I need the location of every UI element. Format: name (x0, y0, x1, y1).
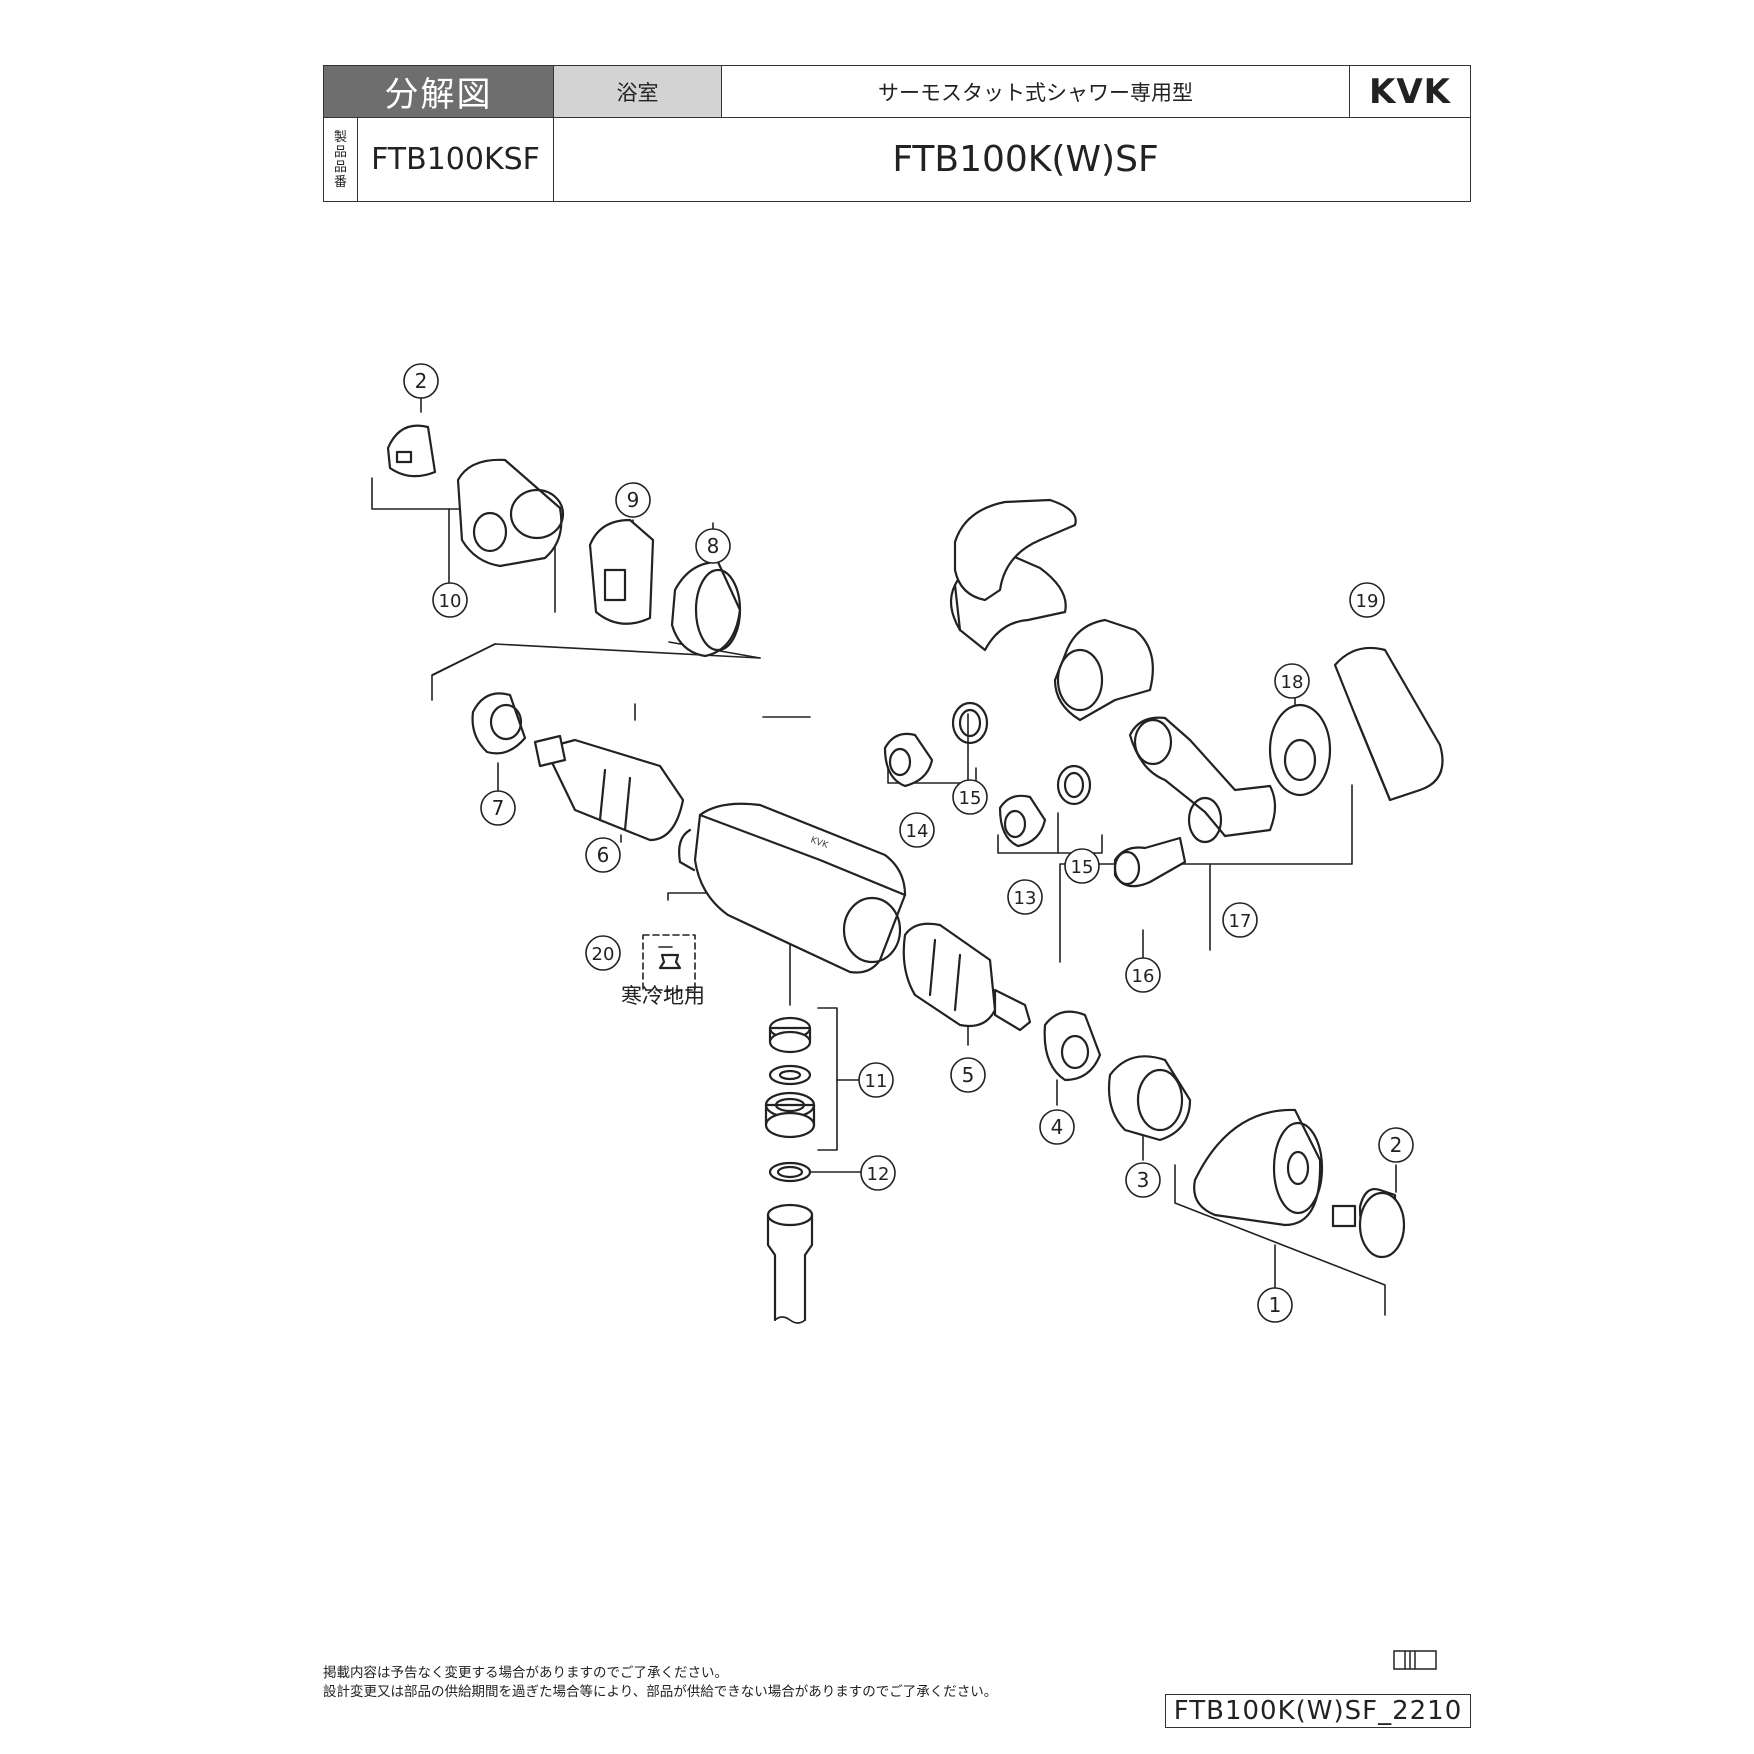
callout-circle (952, 779, 988, 815)
callout-circle (1222, 902, 1258, 938)
callout-label: 17 (1229, 911, 1252, 932)
callout-circle (1125, 1162, 1161, 1198)
callout-label: 20 (592, 944, 615, 965)
callout-circle (1039, 1109, 1075, 1145)
product-number-vertical-label: 製 品 品 番 (324, 118, 358, 201)
vertical-label-char: 番 (333, 174, 347, 190)
callout-label: 12 (867, 1164, 890, 1185)
document-id: FTB100K(W)SF_2210 (1165, 1694, 1471, 1728)
callout-circle (615, 482, 651, 518)
callout-label: 8 (707, 534, 720, 558)
callout-circle (1378, 1127, 1414, 1163)
callout-circle (1349, 582, 1385, 618)
part-number: FTB100KSF (358, 118, 554, 201)
callout-label: 16 (1132, 966, 1155, 987)
callout-circle (585, 935, 621, 971)
callout-circle (858, 1062, 894, 1098)
callout-circle (695, 528, 731, 564)
part-number-variant: FTB100K(W)SF (892, 139, 1159, 180)
callout-circle (585, 837, 621, 873)
callout-circle (1125, 957, 1161, 993)
callout-circle (1064, 848, 1100, 884)
callout-circle (1257, 1287, 1293, 1323)
code-mark (1393, 1650, 1437, 1670)
callout-label: 7 (492, 796, 505, 820)
callout-label: 13 (1014, 888, 1037, 909)
callout-label: 4 (1051, 1115, 1064, 1139)
callout-label: 15 (1071, 857, 1094, 878)
callout-label: 11 (865, 1071, 888, 1092)
callout-label: 14 (906, 821, 929, 842)
callout-label: 3 (1137, 1168, 1150, 1192)
callout-circle (899, 812, 935, 848)
cold-region-note: 寒冷地用 (621, 984, 705, 1008)
vertical-label-char: 品 (333, 144, 347, 160)
callout-label: 1 (1269, 1293, 1282, 1317)
callout-label: 2 (1390, 1133, 1403, 1157)
callout-circle (950, 1057, 986, 1093)
callout-circle (1007, 879, 1043, 915)
callout-label: 2 (415, 369, 428, 393)
callout-label: 5 (962, 1063, 975, 1087)
callout-label: 9 (627, 488, 640, 512)
callout-circle (1274, 663, 1310, 699)
callout-circle (480, 790, 516, 826)
callout-label: 18 (1281, 672, 1304, 693)
vertical-label-char: 製 (333, 129, 347, 145)
callout-circle (403, 363, 439, 399)
callout-label: 15 (959, 788, 982, 809)
footer-notice: 掲載内容は予告なく変更する場合がありますのでご了承ください。 設計変更又は部品の… (323, 1664, 997, 1702)
brand-logo: KVK (1350, 66, 1470, 118)
callout-label: 10 (439, 591, 462, 612)
callout-circle (860, 1155, 896, 1191)
part-drawings (386, 424, 1444, 1324)
notice-line-2: 設計変更又は部品の供給期間を過ぎた場合等により、部品が供給できない場合があります… (323, 1684, 998, 1700)
callout-label: 6 (597, 843, 610, 867)
page-title: 分解図 (324, 66, 554, 118)
vertical-label-char: 品 (333, 159, 347, 175)
header-table: 分解図 浴室 サーモスタット式シャワー専用型 KVK 製 品 品 番 FTB10… (323, 65, 1471, 202)
callout-circle (432, 582, 468, 618)
product-type-label: サーモスタット式シャワー専用型 (722, 66, 1350, 118)
notice-line-1: 掲載内容は予告なく変更する場合がありますのでご了承ください。 (323, 1665, 728, 1681)
callout-label: 19 (1356, 591, 1379, 612)
category-label: 浴室 (554, 66, 722, 118)
